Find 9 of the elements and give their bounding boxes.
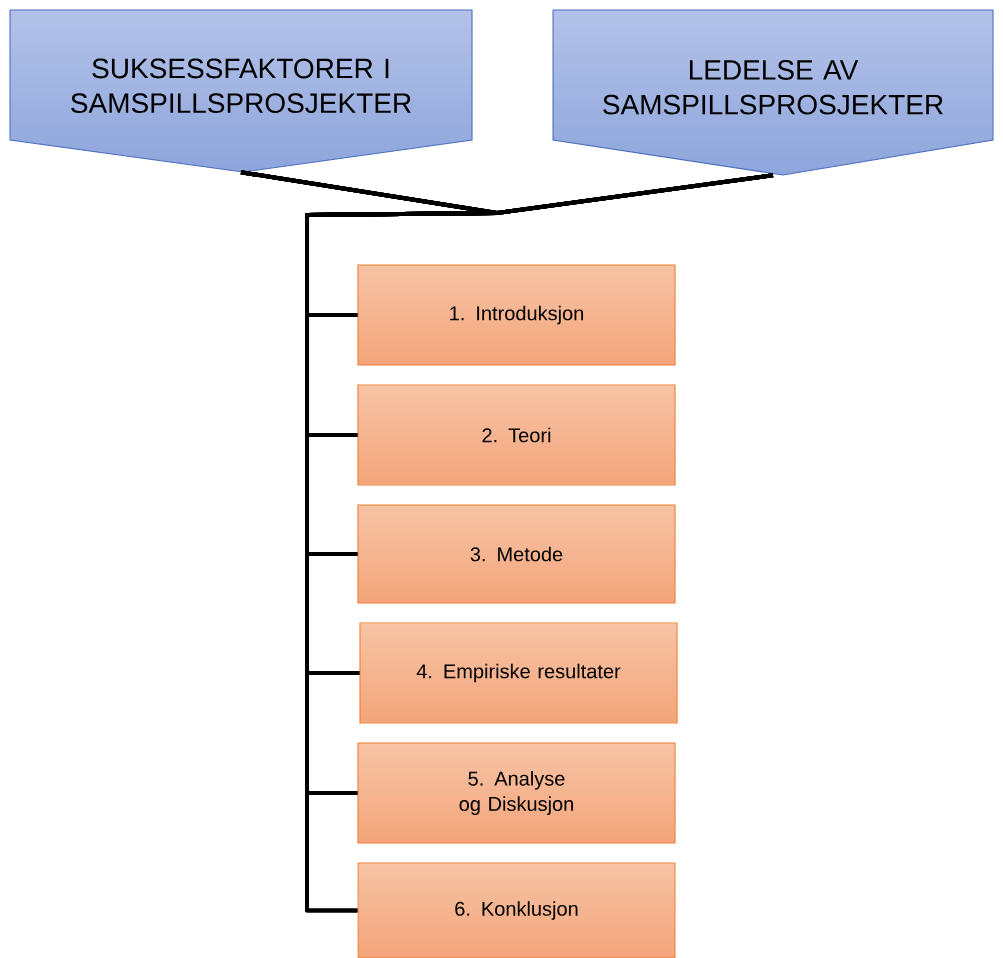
chapter-box: 6. Konklusjon <box>357 862 676 958</box>
chapter-box: 3. Metode <box>357 504 676 604</box>
chapter-box: 2. Teori <box>357 384 676 486</box>
callout-box: SUKSESSFAKTORER I SAMSPILLSPROSJEKTER <box>9 9 473 173</box>
chapter-box: 5. Analyse og Diskusjon <box>357 742 676 844</box>
chapter-box: 1. Introduksjon <box>357 264 676 366</box>
chapter-box: 4. Empiriske resultater <box>359 622 678 724</box>
callout-box: LEDELSE AV SAMSPILLSPROSJEKTER <box>552 9 994 176</box>
connector-line <box>305 173 774 913</box>
